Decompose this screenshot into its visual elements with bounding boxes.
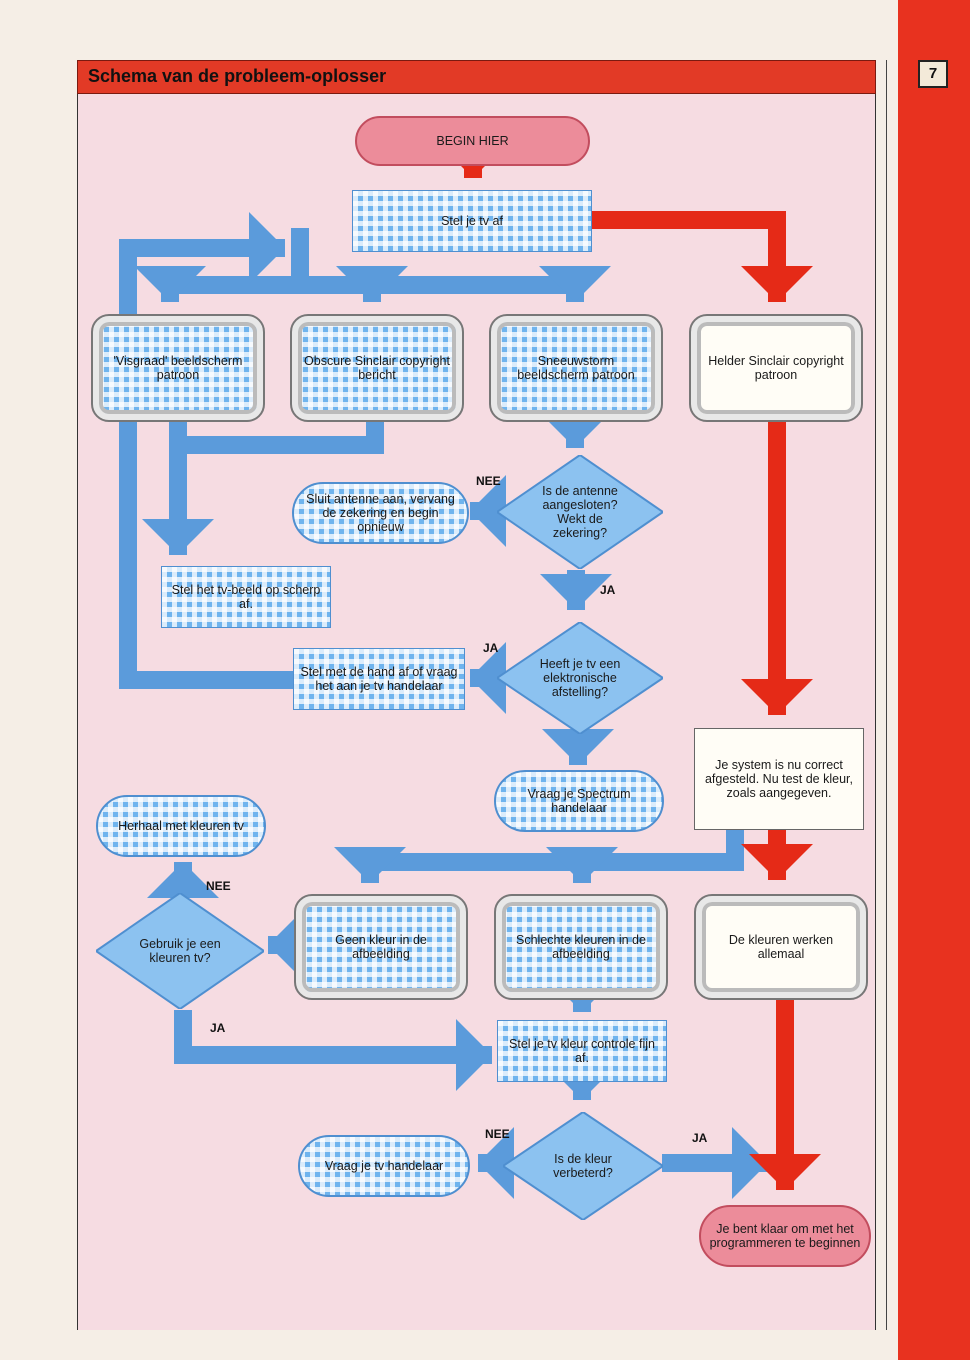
- node-ready: Je bent klaar om met het programmeren te…: [699, 1205, 871, 1267]
- node-fine-tune-label: Stel je tv kleur controle fijn af.: [509, 1037, 655, 1065]
- node-focus-label: Stel het tv-beeld op scherp af.: [171, 583, 321, 611]
- page-edge-red-bar: [898, 0, 970, 1360]
- node-antenna-question: Is de antenne aangesloten? Wekt de zeker…: [497, 455, 663, 569]
- arrow-adjust-to-clear: [590, 211, 813, 302]
- arrow-question-ja: [174, 1010, 492, 1091]
- node-connect-antenna-label: Sluit antenne aan, vervang de zekering e…: [306, 492, 455, 534]
- node-colours-work: De kleuren werken allemaal: [694, 894, 868, 1000]
- diamond-shape: [503, 1112, 663, 1220]
- node-tv-dealer-label: Vraag je tv handelaar: [324, 1159, 444, 1173]
- label-colour-ja: JA: [210, 1021, 226, 1035]
- label-improved-ja: JA: [692, 1131, 708, 1145]
- node-focus-picture: Stel het tv-beeld op scherp af.: [161, 566, 331, 628]
- arrow-manual-to-loop: [119, 420, 300, 689]
- page-number: 7: [918, 60, 948, 88]
- diamond-shape: [497, 455, 663, 569]
- label-antenna-nee: NEE: [476, 474, 501, 488]
- node-system-label: Je system is nu correct afgesteld. Nu te…: [704, 758, 853, 800]
- node-improved-label: Is de kleur verbeterd?: [553, 1152, 613, 1180]
- label-colour-nee: NEE: [206, 879, 231, 893]
- node-ask-spectrum-dealer: Vraag je Spectrum handelaar: [494, 770, 664, 832]
- node-adjust-tv-label: Stel je tv af: [441, 214, 503, 228]
- arrow-to-snowstorm: [300, 266, 611, 302]
- node-begin: BEGIN HIER: [355, 116, 590, 166]
- node-antenna-label: Is de antenne aangesloten? Wekt de zeker…: [542, 484, 618, 540]
- label-antenna-ja: JA: [600, 583, 616, 597]
- node-colour-tv-question: Gebruik je een kleuren tv?: [96, 893, 264, 1009]
- node-clear-label: Helder Sinclair copyright patroon: [708, 354, 844, 382]
- node-clear-screen: Helder Sinclair copyright patroon: [689, 314, 863, 422]
- title-bar: Schema van de probleem-oplosser: [77, 60, 876, 94]
- node-connect-antenna: Sluit antenne aan, vervang de zekering e…: [292, 482, 469, 544]
- arrow-to-screens: [134, 228, 309, 302]
- node-system-correct: Je system is nu correct afgesteld. Nu te…: [694, 728, 864, 830]
- node-snowstorm-screen: Sneeuwstorm beeldscherm patroon: [489, 314, 663, 422]
- node-repeat-colour: Herhaal met kleuren tv: [96, 795, 266, 857]
- node-electronic-question: Heeft je tv een elektronische afstelling…: [497, 622, 663, 734]
- node-bad-colours: Schlechte kleuren in de afbeelding: [494, 894, 668, 1000]
- node-snowstorm-label: Sneeuwstorm beeldscherm patroon: [517, 354, 635, 382]
- label-electronic-ja: JA: [483, 641, 499, 655]
- diamond-shape: [497, 622, 663, 734]
- node-colours-work-label: De kleuren werken allemaal: [728, 933, 834, 961]
- node-manual-adjust: Stel met de hand af of vraag het aan je …: [293, 648, 465, 710]
- node-ready-label: Je bent klaar om met het programmeren te…: [709, 1222, 861, 1250]
- node-bad-colours-label: Schlechte kleuren in de afbeelding: [516, 933, 646, 961]
- node-colour-improved-question: Is de kleur verbeterd?: [503, 1112, 663, 1220]
- page-title: Schema van de probleem-oplosser: [88, 66, 387, 86]
- node-fishbone-screen: 'Visgraad' beeldscherm patroon: [91, 314, 265, 422]
- right-rule: [886, 60, 887, 1330]
- node-colour-tv-label: Gebruik je een kleuren tv?: [139, 937, 221, 965]
- arrow-obscure-to-focus: [178, 415, 384, 454]
- node-repeat-label: Herhaal met kleuren tv: [118, 819, 244, 833]
- node-ask-tv-dealer: Vraag je tv handelaar: [298, 1135, 470, 1197]
- node-fine-tune: Stel je tv kleur controle fijn af.: [497, 1020, 667, 1082]
- node-obscure-label: Obscure Sinclair copyright bericht: [304, 354, 450, 382]
- node-begin-label: BEGIN HIER: [436, 134, 509, 148]
- diamond-shape: [96, 893, 264, 1009]
- node-adjust-tv: Stel je tv af: [352, 190, 592, 252]
- label-improved-nee: NEE: [485, 1127, 510, 1141]
- node-spectrum-label: Vraag je Spectrum handelaar: [527, 787, 631, 815]
- node-no-colour-label: Geen kleur in de afbeelding: [335, 933, 427, 961]
- node-obscure-screen: Obscure Sinclair copyright bericht: [290, 314, 464, 422]
- node-electronic-label: Heeft je tv een elektronische afstelling…: [539, 657, 621, 699]
- node-no-colour: Geen kleur in de afbeelding: [294, 894, 468, 1000]
- node-fishbone-label: 'Visgraad' beeldscherm patroon: [113, 354, 243, 382]
- node-manual-label: Stel met de hand af of vraag het aan je …: [300, 665, 458, 693]
- arrow-system-to-colour: [334, 828, 744, 883]
